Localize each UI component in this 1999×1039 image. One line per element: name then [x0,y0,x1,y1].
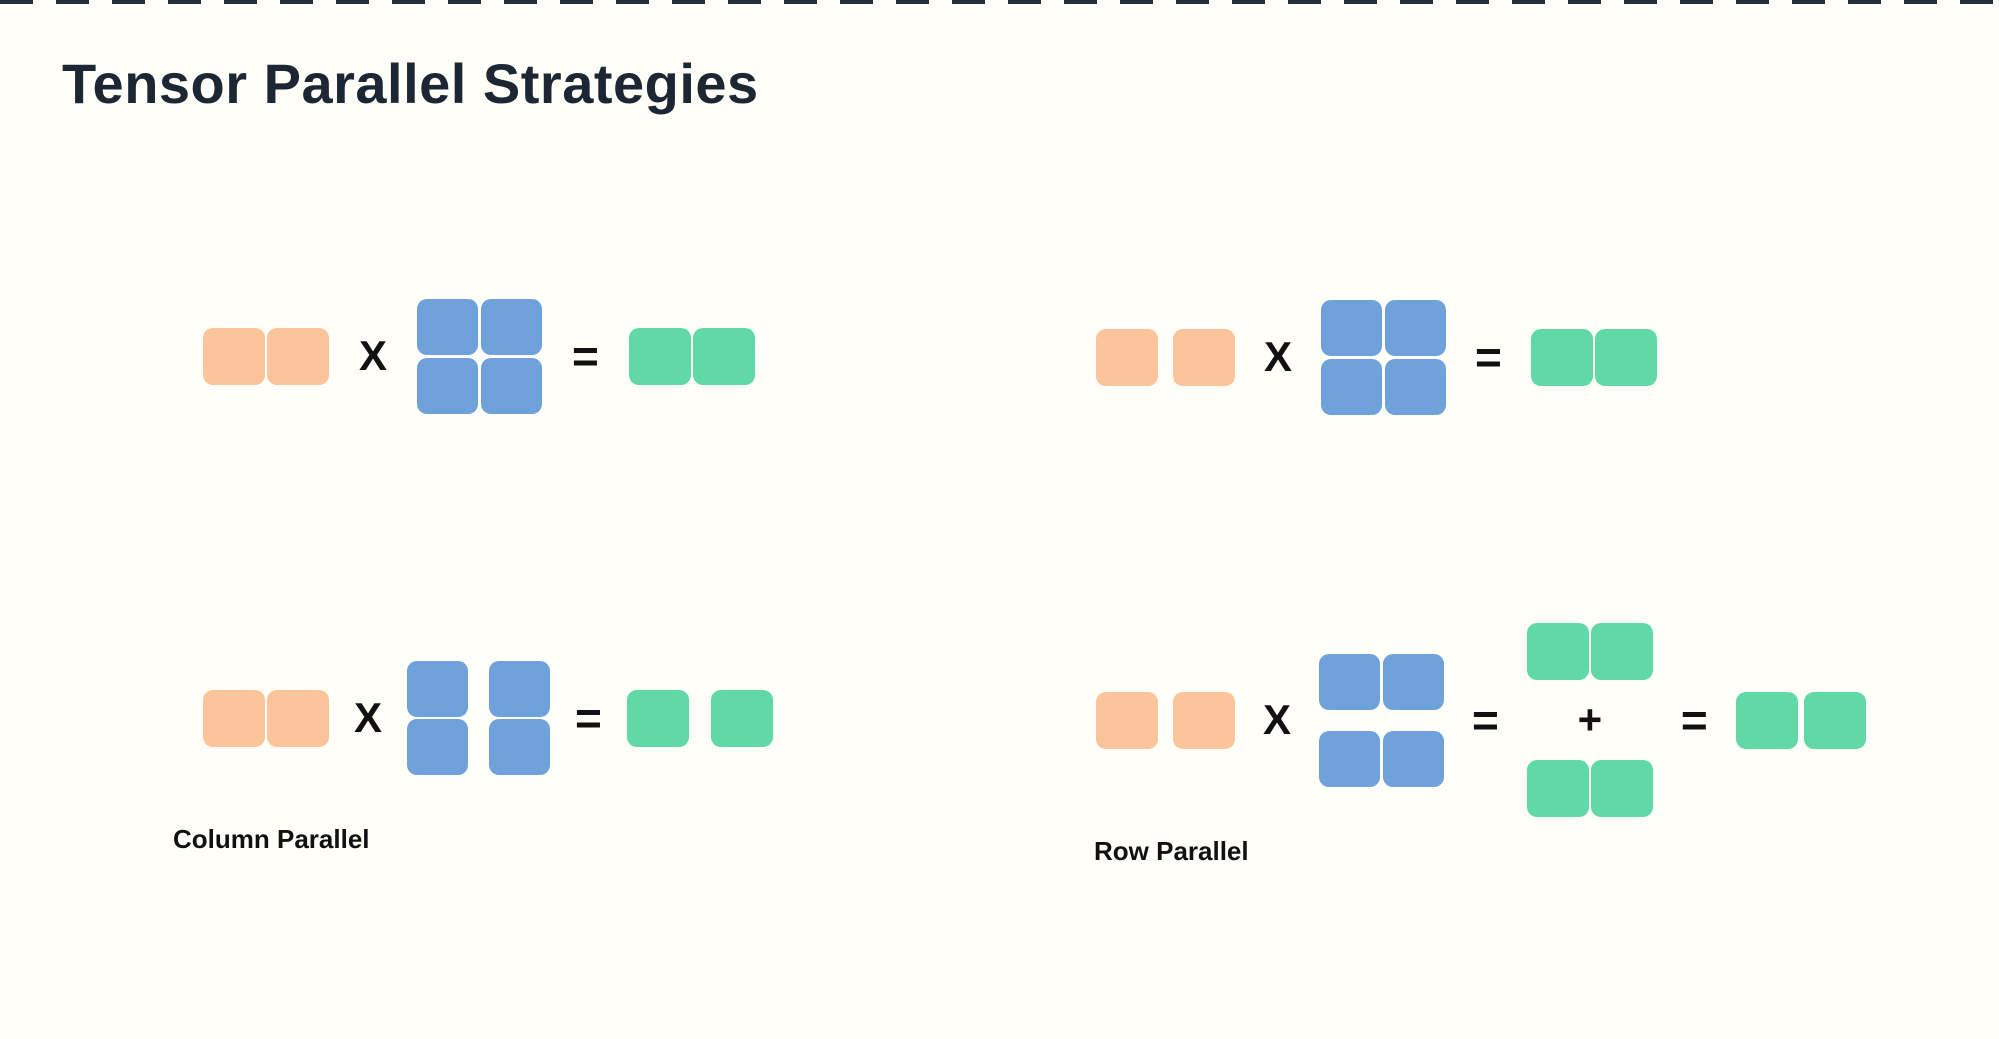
input-block [1173,691,1235,749]
equals-operator: = [1475,331,1502,383]
input-block [1173,328,1235,386]
diagram-matmul-top-left: X = [203,298,755,414]
input-vector [1096,328,1235,386]
partial-output-bottom [1526,760,1653,817]
multiply-operator: X [354,694,383,741]
equals-operator: = [575,692,602,744]
input-block [1096,691,1158,749]
output-block [628,327,691,385]
final-output-vector [1735,691,1866,749]
weight-matrix [417,298,543,414]
weight-block [1319,730,1381,787]
weight-block [407,661,469,717]
weight-block [1321,358,1383,415]
partial-output-stack: + [1526,623,1653,817]
multiply-operator: X [1264,333,1293,380]
input-vector [203,327,329,385]
weight-matrix-row-split [1319,653,1445,787]
input-block [1096,328,1158,386]
output-block [626,689,689,747]
weight-block [1383,730,1445,787]
weight-matrix [1321,299,1447,415]
weight-block [489,719,551,775]
weight-block [1383,653,1445,710]
partial-output-top [1526,623,1653,680]
weight-block [1319,653,1381,710]
diagram-row-parallel: X = + = [1096,623,1866,817]
equals-operator: = [1680,694,1708,746]
input-block [267,689,329,747]
weight-block [1321,299,1383,356]
weight-block [481,298,543,355]
input-block [267,327,329,385]
output-block [1530,328,1593,386]
equals-operator: = [1472,694,1499,746]
multiply-operator: X [359,332,388,379]
diagram-column-parallel: X = [203,661,773,775]
weight-matrix-column-split [407,661,551,775]
weight-block [489,661,551,717]
weight-block [417,298,479,355]
page-title: Tensor Parallel Strategies [62,52,759,115]
weight-block [417,357,479,414]
output-block [1526,760,1589,817]
diagram-matmul-top-right: X = [1096,299,1657,415]
output-block [710,689,773,747]
output-vector-split [626,689,773,747]
weight-block [407,719,469,775]
output-block [1735,691,1798,749]
input-block [203,689,265,747]
row-parallel-label: Row Parallel [1094,836,1249,866]
input-block [203,327,265,385]
output-block [1803,691,1866,749]
output-block [1594,328,1657,386]
weight-block [1385,299,1447,356]
output-vector [628,327,755,385]
weight-block [1385,358,1447,415]
output-block [1526,623,1589,680]
column-parallel-label: Column Parallel [173,824,370,854]
output-block [1590,623,1653,680]
output-block [692,327,755,385]
weight-block [481,357,543,414]
input-vector [1096,691,1235,749]
output-block [1590,760,1653,817]
multiply-operator: X [1263,696,1292,743]
plus-operator: + [1577,696,1603,743]
equals-operator: = [572,330,599,382]
input-vector [203,689,329,747]
output-vector [1530,328,1657,386]
top-dashed-border [0,0,1999,4]
